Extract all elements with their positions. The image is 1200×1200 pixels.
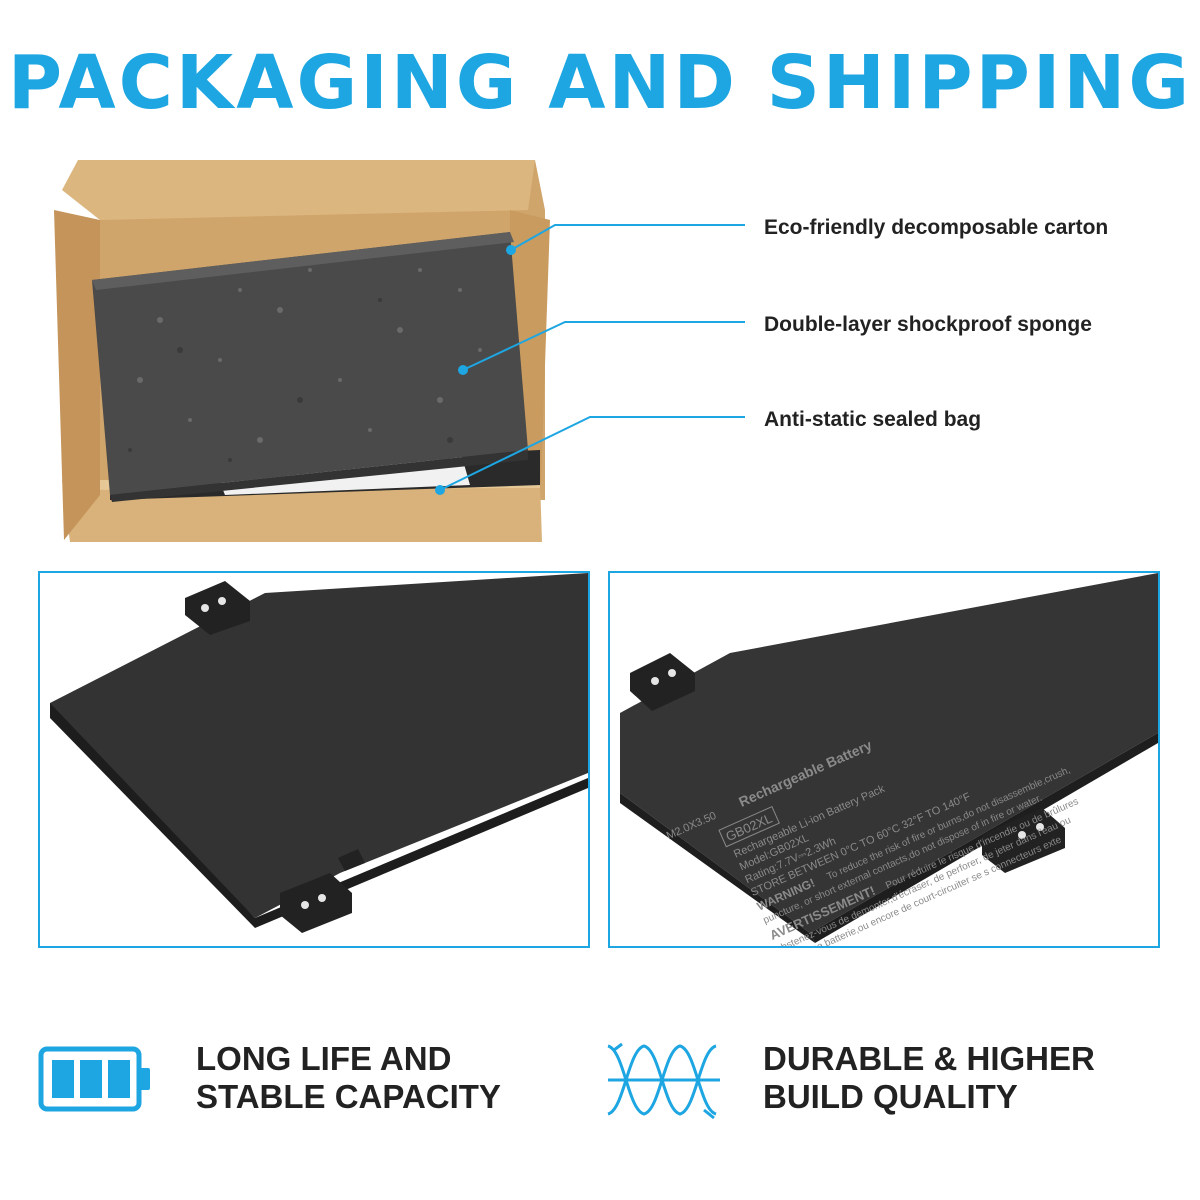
feature-durable-line1: DURABLE & HIGHER	[763, 1040, 1095, 1077]
battery-bottom-view-panel	[38, 571, 590, 948]
callout-carton: Eco-friendly decomposable carton	[764, 216, 1109, 239]
page-title: PACKAGING AND SHIPPING	[7, 40, 1193, 126]
feature-durable: DURABLE & HIGHER BUILD QUALITY	[763, 1040, 1095, 1116]
feature-long-life: LONG LIFE AND STABLE CAPACITY	[196, 1040, 501, 1116]
battery-label-view-panel: M2.0X3.50 GB02XL Rechargeable Battery Re…	[608, 571, 1160, 948]
callout-sponge: Double-layer shockproof sponge	[764, 313, 1092, 336]
battery-icon	[38, 1046, 150, 1112]
packaging-box-image	[54, 160, 550, 542]
callout-bag: Anti-static sealed bag	[764, 408, 982, 431]
feature-long-life-line1: LONG LIFE AND	[196, 1040, 452, 1077]
callout-lines	[435, 224, 745, 495]
twisted-wire-icon	[607, 1042, 720, 1120]
battery-bottom-image	[50, 573, 588, 933]
feature-long-life-line2: STABLE CAPACITY	[196, 1078, 501, 1115]
battery-label-image: M2.0X3.50 GB02XL Rechargeable Battery Re…	[620, 573, 1158, 946]
feature-durable-line2: BUILD QUALITY	[763, 1078, 1018, 1115]
